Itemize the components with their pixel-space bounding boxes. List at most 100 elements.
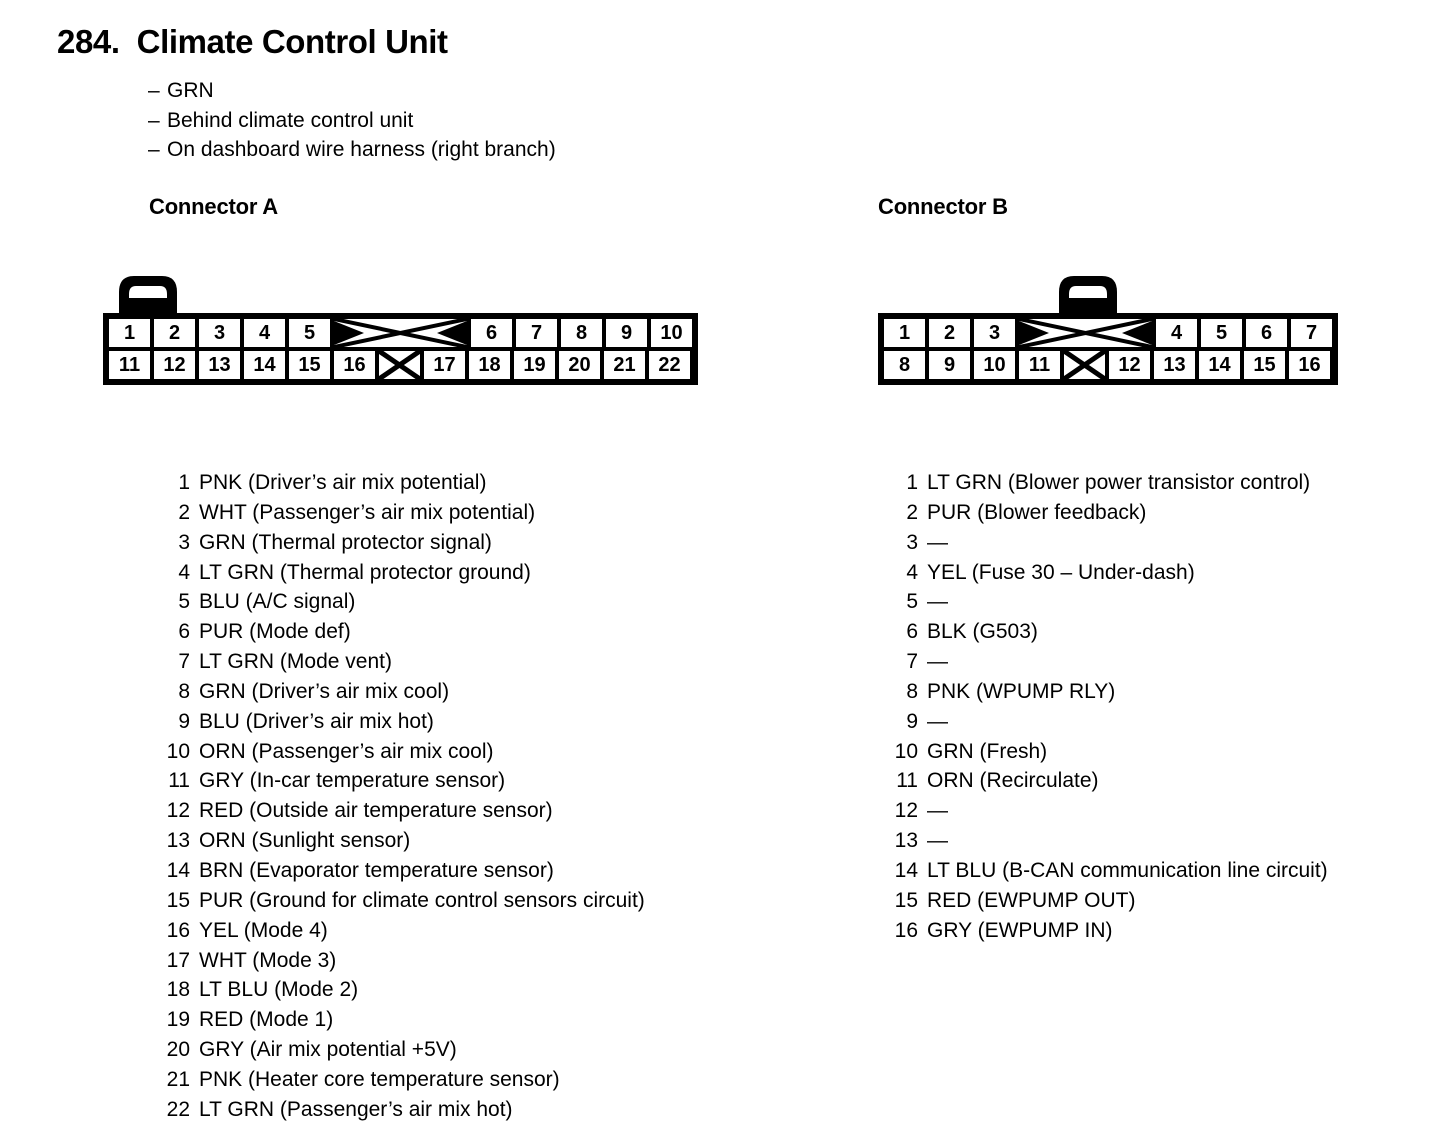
- pin-number: 11: [896, 769, 918, 793]
- pin-number: 14: [894, 858, 918, 882]
- pin-cell[interactable]: 12: [154, 351, 195, 379]
- pin-description: ORN (Recirculate): [927, 769, 1099, 793]
- pin-cell[interactable]: 6: [1246, 319, 1287, 347]
- pin-cell[interactable]: 20: [559, 351, 600, 379]
- pin-list-row: 5—: [892, 587, 1328, 617]
- pin-number: 11: [168, 769, 190, 793]
- pin-number: 2: [906, 500, 918, 524]
- pin-cell[interactable]: 22: [649, 351, 690, 379]
- pin-number: 2: [178, 500, 190, 524]
- pin-cell[interactable]: 13: [199, 351, 240, 379]
- pin-cell[interactable]: 14: [1199, 351, 1240, 379]
- pin-description: RED (EWPUMP OUT): [927, 888, 1136, 912]
- pin-cell[interactable]: 3: [974, 319, 1015, 347]
- pin-cell[interactable]: 17: [424, 351, 465, 379]
- pin-cell[interactable]: 16: [1289, 351, 1330, 379]
- bowtie-cross-icon: [334, 319, 467, 347]
- pin-cell[interactable]: 6: [471, 319, 512, 347]
- pin-cell[interactable]: 15: [289, 351, 330, 379]
- pin-description: LT GRN (Blower power transistor control): [927, 471, 1311, 494]
- x-cross-icon: [1064, 351, 1105, 379]
- pin-number: 5: [906, 590, 918, 614]
- pin-cell[interactable]: 15: [1244, 351, 1285, 379]
- pin-cell[interactable]: 2: [154, 319, 195, 347]
- pin-description: —: [927, 799, 948, 823]
- page-title: 284. Climate Control Unit: [57, 23, 448, 61]
- connector-note-text: On dashboard wire harness (right branch): [167, 138, 556, 161]
- pin-description: GRY (EWPUMP IN): [927, 918, 1113, 942]
- pin-cell[interactable]: 16: [334, 351, 375, 379]
- pin-description: —: [927, 709, 948, 733]
- connector-a-pinout-diagram: 1 2 3 4 5 6 7 8 9 10 11 12 13 14 15: [103, 270, 698, 385]
- pin-number: 18: [166, 978, 190, 1002]
- pin-cell[interactable]: 10: [651, 319, 692, 347]
- pin-list-row: 13—: [892, 826, 1328, 856]
- connector-note-text: Behind climate control unit: [167, 108, 414, 132]
- pin-cell[interactable]: 7: [516, 319, 557, 347]
- pin-number: 14: [166, 858, 190, 882]
- pin-cell[interactable]: 12: [1109, 351, 1150, 379]
- connector-notes-list: – GRN – Behind climate control unit – On…: [148, 76, 556, 165]
- pin-cell[interactable]: 21: [604, 351, 645, 379]
- pin-cell[interactable]: 2: [929, 319, 970, 347]
- pin-cell[interactable]: 4: [244, 319, 285, 347]
- connector-note-text: GRN: [167, 79, 214, 102]
- connector-note: – Behind climate control unit: [148, 106, 556, 136]
- pin-cell[interactable]: 3: [199, 319, 240, 347]
- pin-cell[interactable]: 11: [1019, 351, 1060, 379]
- blocked-cell-icon: [1064, 351, 1105, 379]
- pin-cell[interactable]: 5: [1201, 319, 1242, 347]
- pin-description: LT GRN (Thermal protector ground): [199, 560, 531, 584]
- pin-cell[interactable]: 4: [1156, 319, 1197, 347]
- pin-description: ORN (Passenger’s air mix cool): [199, 739, 494, 763]
- pin-description: PNK (Driver’s air mix potential): [199, 471, 487, 494]
- pin-description: PUR (Ground for climate control sensors …: [199, 888, 645, 912]
- pin-number: 12: [894, 799, 918, 823]
- pin-description: —: [927, 650, 948, 674]
- page-title-text: Climate Control Unit: [136, 23, 448, 60]
- pin-cell[interactable]: 10: [974, 351, 1015, 379]
- pin-cell[interactable]: 11: [109, 351, 150, 379]
- pin-cell[interactable]: 7: [1291, 319, 1332, 347]
- pin-number: 10: [894, 739, 918, 763]
- dash-marker: –: [148, 79, 160, 102]
- pin-description: GRY (In-car temperature sensor): [199, 769, 506, 793]
- pin-description: —: [927, 530, 948, 554]
- pin-list-row: 1 PNK (Driver’s air mix potential): [164, 468, 645, 498]
- pin-cell[interactable]: 5: [289, 319, 330, 347]
- pin-list-row: 16 GRY (EWPUMP IN): [892, 916, 1328, 946]
- pin-number: 13: [894, 829, 918, 853]
- pin-cell[interactable]: 1: [884, 319, 925, 347]
- pin-cell[interactable]: 14: [244, 351, 285, 379]
- connector-a-latch: [103, 270, 698, 313]
- pin-cell[interactable]: 9: [606, 319, 647, 347]
- pin-cell[interactable]: 19: [514, 351, 555, 379]
- pin-cell[interactable]: 18: [469, 351, 510, 379]
- blocked-cell-icon: [1019, 319, 1152, 347]
- connector-a-heading: Connector A: [149, 194, 278, 219]
- pin-number: 1: [178, 471, 190, 494]
- pin-cell[interactable]: 1: [109, 319, 150, 347]
- pin-description: GRN (Fresh): [927, 739, 1048, 763]
- pin-cell[interactable]: 9: [929, 351, 970, 379]
- blocked-cell-icon: [379, 351, 420, 379]
- pin-number: 16: [894, 918, 918, 942]
- pin-cell[interactable]: 8: [561, 319, 602, 347]
- pin-description: GRY (Air mix potential +5V): [199, 1038, 457, 1062]
- pin-cell[interactable]: 8: [884, 351, 925, 379]
- pin-cell[interactable]: 13: [1154, 351, 1195, 379]
- pin-number: 9: [178, 709, 190, 733]
